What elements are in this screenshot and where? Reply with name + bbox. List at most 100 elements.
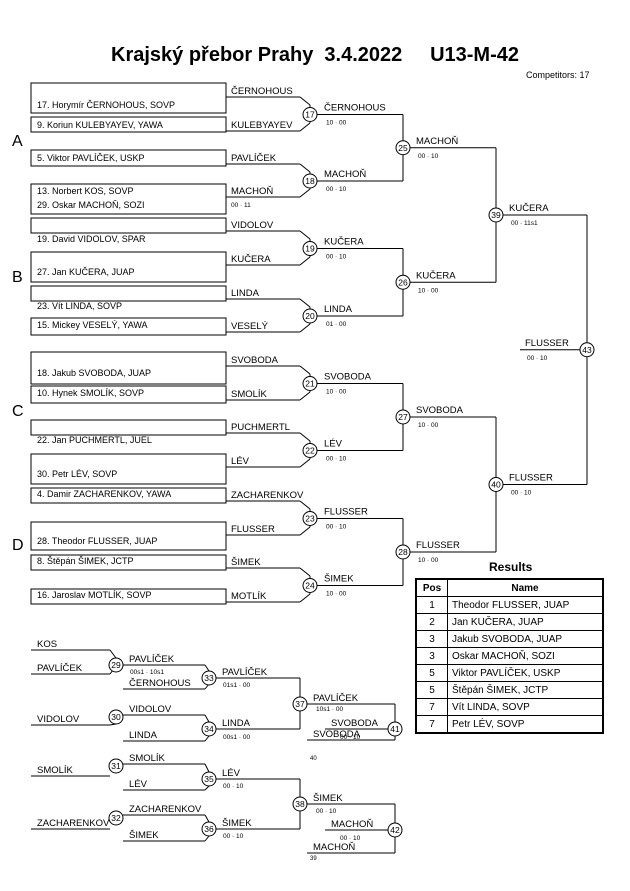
entry-box xyxy=(30,251,227,283)
bracket-line xyxy=(204,714,210,723)
bracket-line xyxy=(299,163,311,173)
results-name: Vít LINDA, SOVP xyxy=(447,698,604,716)
results-title: Results xyxy=(489,560,533,574)
entry-name: 28. Theodor FLUSSER, JUAP xyxy=(37,536,157,546)
rep-name: VIDOLOV xyxy=(129,704,172,715)
match-number: 28 xyxy=(398,547,408,557)
r1-name: PAVLÍČEK xyxy=(231,153,277,164)
entry-name: 17. Horymír ČERNOHOUS, SOVP xyxy=(37,100,175,110)
match-score: 10 · 00 xyxy=(326,591,347,598)
r1-name: MACHOŇ xyxy=(231,186,273,197)
match-score: 01 · 00 xyxy=(326,321,347,328)
match-score: 00s1 · 00 xyxy=(223,734,250,741)
match-number: 26 xyxy=(398,277,408,287)
competitors-count: Competitors: 17 xyxy=(526,70,590,80)
match-number: 18 xyxy=(305,176,315,186)
entry-box xyxy=(30,183,227,215)
bracket-line xyxy=(204,735,210,742)
entry-name: 15. Mickey VESELÝ, YAWA xyxy=(37,320,148,330)
rep-name: LÉV xyxy=(129,779,148,790)
match-note: 39 xyxy=(310,856,317,862)
entry-box xyxy=(30,217,227,234)
match-number: 40 xyxy=(491,480,501,490)
match-number: 24 xyxy=(305,581,315,591)
r2-winner: SVOBODA xyxy=(324,372,372,383)
r3-winner: KUČERA xyxy=(416,270,456,281)
match-number: 32 xyxy=(111,813,121,823)
match-number: 22 xyxy=(305,446,315,456)
entry-box xyxy=(30,317,227,336)
r3-winner: FLUSSER xyxy=(416,540,460,551)
match-score: 00 · 10 xyxy=(326,186,347,193)
bracket-line xyxy=(109,649,117,659)
match-score: 00 · 10 xyxy=(223,833,244,840)
match-number: 37 xyxy=(295,699,305,709)
bracket-line xyxy=(299,188,311,198)
entry-name: 9. Koriun KULEBYAYEV, YAWA xyxy=(37,120,163,130)
r1-name: LINDA xyxy=(231,288,260,299)
match-number: 29 xyxy=(111,660,121,670)
rep-name: PAVLÍČEK xyxy=(37,663,83,674)
page-title: Krajský přebor Prahy 3.4.2022 U13-M-42 xyxy=(111,44,519,66)
r4-winner: FLUSSER xyxy=(509,473,553,484)
r2-winner: LINDA xyxy=(324,304,353,315)
entry-box xyxy=(30,82,227,114)
entry-box xyxy=(30,385,227,404)
match-number: 23 xyxy=(305,514,315,524)
rep-name: LÉV xyxy=(222,768,241,779)
r2-winner: FLUSSER xyxy=(324,507,368,518)
bracket-line xyxy=(299,298,311,308)
match-score: 00 · 10 xyxy=(316,808,337,815)
rep-name: VIDOLOV xyxy=(37,714,80,725)
results-pos: 3 xyxy=(415,630,448,648)
entry-box xyxy=(30,521,227,551)
bracket-line xyxy=(204,664,210,672)
results-pos: 7 xyxy=(415,715,448,734)
rep-name: ZACHARENKOV xyxy=(129,804,202,815)
entry-name: 22. Jan PUCHMERTL, JUEL xyxy=(37,435,152,445)
entry-name: 16. Jaroslav MOTLÍK, SOVP xyxy=(37,590,152,600)
results-pos: 5 xyxy=(415,664,448,682)
rep-name: LINDA xyxy=(129,730,158,741)
r2-winner: ČERNOHOUS xyxy=(324,103,386,114)
results-name: Jan KUČERA, JUAP xyxy=(447,613,604,631)
r1-name: ČERNOHOUS xyxy=(231,86,293,97)
match-number: 33 xyxy=(204,673,214,683)
results-name: Oskar MACHOŇ, SOZI xyxy=(447,647,604,665)
match-score: 10 · 00 xyxy=(326,120,347,127)
r1-name: FLUSSER xyxy=(231,524,275,535)
match-number: 35 xyxy=(204,774,214,784)
rep-name: PAVLÍČEK xyxy=(222,667,268,678)
r2-winner: KUČERA xyxy=(324,237,364,248)
entry-name: 13. Norbert KOS, SOVP xyxy=(37,186,134,196)
pool-letter: C xyxy=(12,403,24,420)
results-name: Jakub SVOBODA, JUAP xyxy=(447,630,604,648)
r1-name: SMOLÍK xyxy=(231,389,268,400)
match-number: 42 xyxy=(390,825,400,835)
match-number-circle xyxy=(108,758,124,774)
match-score: 00 · 11s1 xyxy=(511,220,538,227)
r4-winner: KUČERA xyxy=(509,203,549,214)
match-number: 39 xyxy=(491,210,501,220)
match-score: 00s1 · 10s1 xyxy=(130,669,164,676)
entry-box xyxy=(30,487,227,504)
match-score: 00 · 10 xyxy=(340,734,361,741)
bracket-line xyxy=(299,256,311,266)
match-score: 00 · 10 xyxy=(418,153,439,160)
rep-name: ŠIMEK xyxy=(313,793,343,804)
entry-box xyxy=(30,285,227,302)
entry-name: 23. Vít LINDA, SOVP xyxy=(37,301,122,311)
match-score: 00 · 10 xyxy=(511,490,532,497)
rep-name: SVOBODA xyxy=(331,718,379,729)
match-number: 36 xyxy=(204,824,214,834)
match-number: 31 xyxy=(111,761,121,771)
bracket-line xyxy=(299,365,311,375)
bracket-line xyxy=(204,835,210,842)
bracket-line xyxy=(299,567,311,577)
match-number: 43 xyxy=(582,345,592,355)
entry-box xyxy=(30,351,227,385)
